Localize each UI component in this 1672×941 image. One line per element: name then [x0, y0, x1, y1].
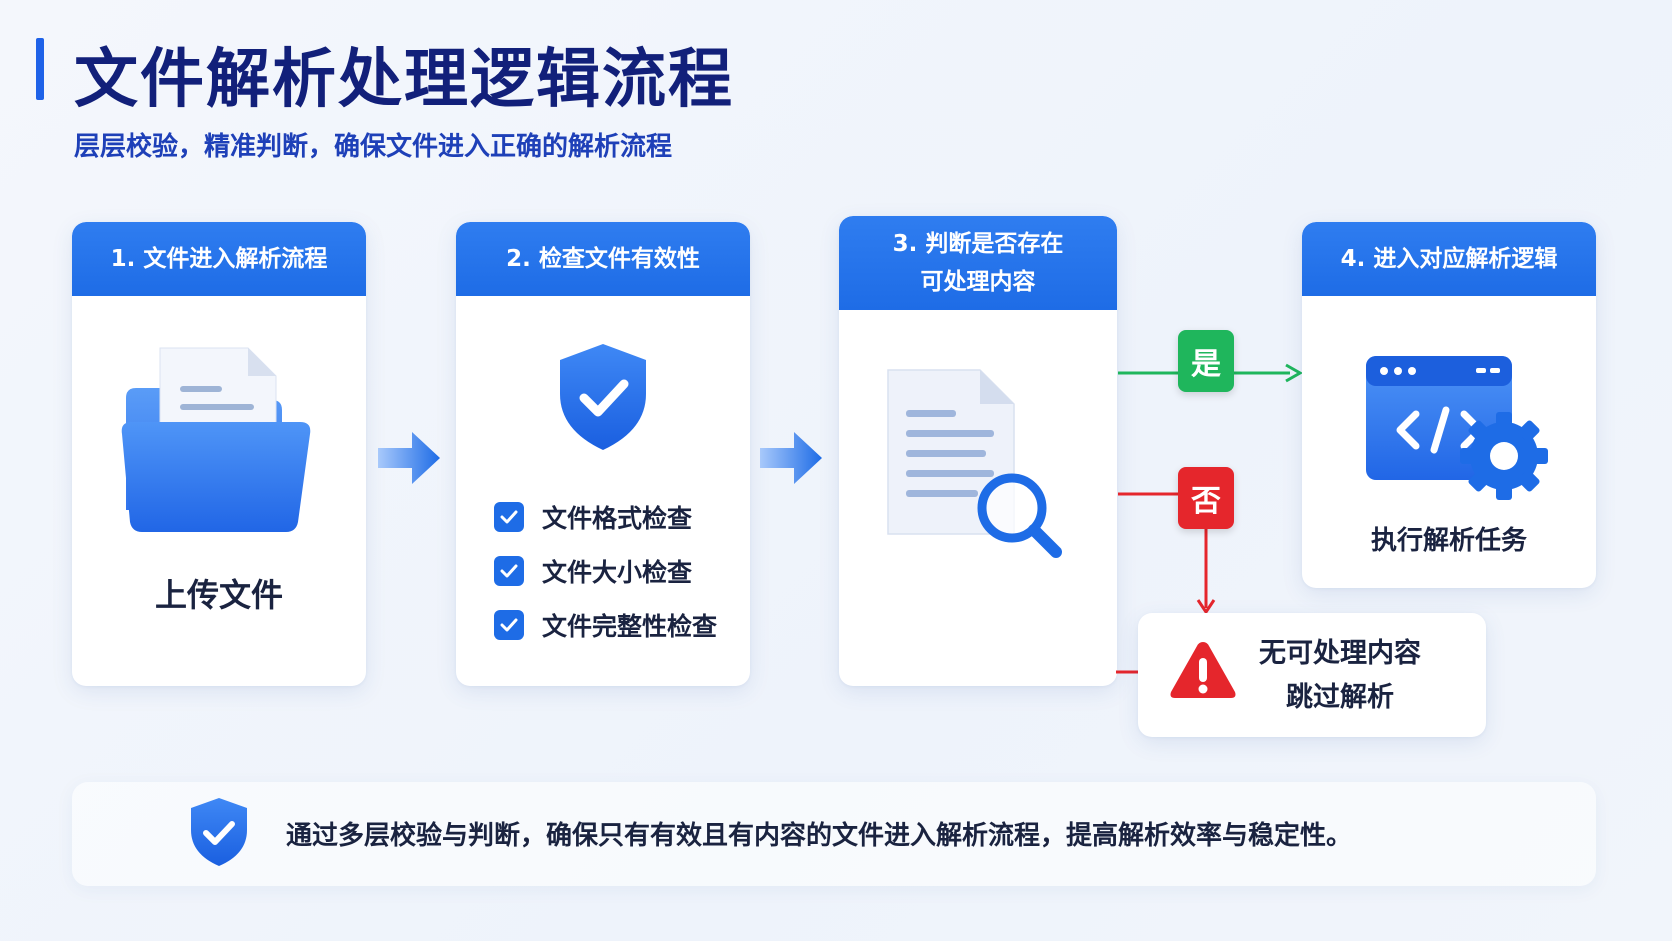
- flow-arrow-icon: [378, 432, 440, 484]
- check-label: 文件完整性检查: [542, 612, 718, 641]
- warning-icon: [1170, 642, 1236, 698]
- skip-message: 无可处理内容 跳过解析: [1250, 632, 1430, 720]
- no-badge: 否: [1178, 467, 1234, 529]
- step-title: 3. 判断是否存在 可处理内容: [839, 216, 1117, 310]
- shield-check-icon: [560, 344, 646, 450]
- validity-check-list: 文件格式检查 文件大小检查 文件完整性检查: [494, 490, 717, 652]
- shield-check-icon: [191, 798, 247, 866]
- check-item: 文件完整性检查: [494, 598, 717, 652]
- folder-document-icon: [121, 347, 311, 532]
- step-label: 上传文件: [154, 576, 283, 614]
- skip-line2: 跳过解析: [1286, 682, 1394, 713]
- title-accent-bar: [36, 38, 44, 100]
- document-search-icon: [887, 369, 1062, 558]
- yes-badge: 是: [1178, 330, 1234, 392]
- step-card-validity: 2. 检查文件有效性: [456, 222, 750, 686]
- page-title: 文件解析处理逻辑流程: [74, 43, 734, 117]
- step-title: 4. 进入对应解析逻辑: [1302, 222, 1596, 296]
- step-title-line1: 3. 判断是否存在: [892, 231, 1064, 257]
- code-window-gear-icon: [1366, 356, 1548, 500]
- step-title: 2. 检查文件有效性: [456, 222, 750, 296]
- flow-arrow-icon: [760, 432, 822, 484]
- check-label: 文件格式检查: [542, 504, 693, 533]
- step-label: 执行解析任务: [1370, 526, 1527, 556]
- page-subtitle: 层层校验，精准判断，确保文件进入正确的解析流程: [74, 132, 673, 162]
- summary-bar: [72, 782, 1596, 886]
- step-title-line2: 可处理内容: [920, 269, 1036, 295]
- check-item: 文件格式检查: [494, 490, 717, 544]
- summary-text: 通过多层校验与判断，确保只有有效且有内容的文件进入解析流程，提高解析效率与稳定性…: [286, 821, 1353, 851]
- skip-line1: 无可处理内容: [1259, 638, 1421, 669]
- step-card-upload: 1. 文件进入解析流程: [72, 222, 366, 686]
- checkbox-checked-icon: [494, 502, 524, 532]
- check-label: 文件大小检查: [542, 558, 693, 587]
- checkbox-checked-icon: [494, 610, 524, 640]
- check-item: 文件大小检查: [494, 544, 717, 598]
- step-title: 1. 文件进入解析流程: [72, 222, 366, 296]
- checkbox-checked-icon: [494, 556, 524, 586]
